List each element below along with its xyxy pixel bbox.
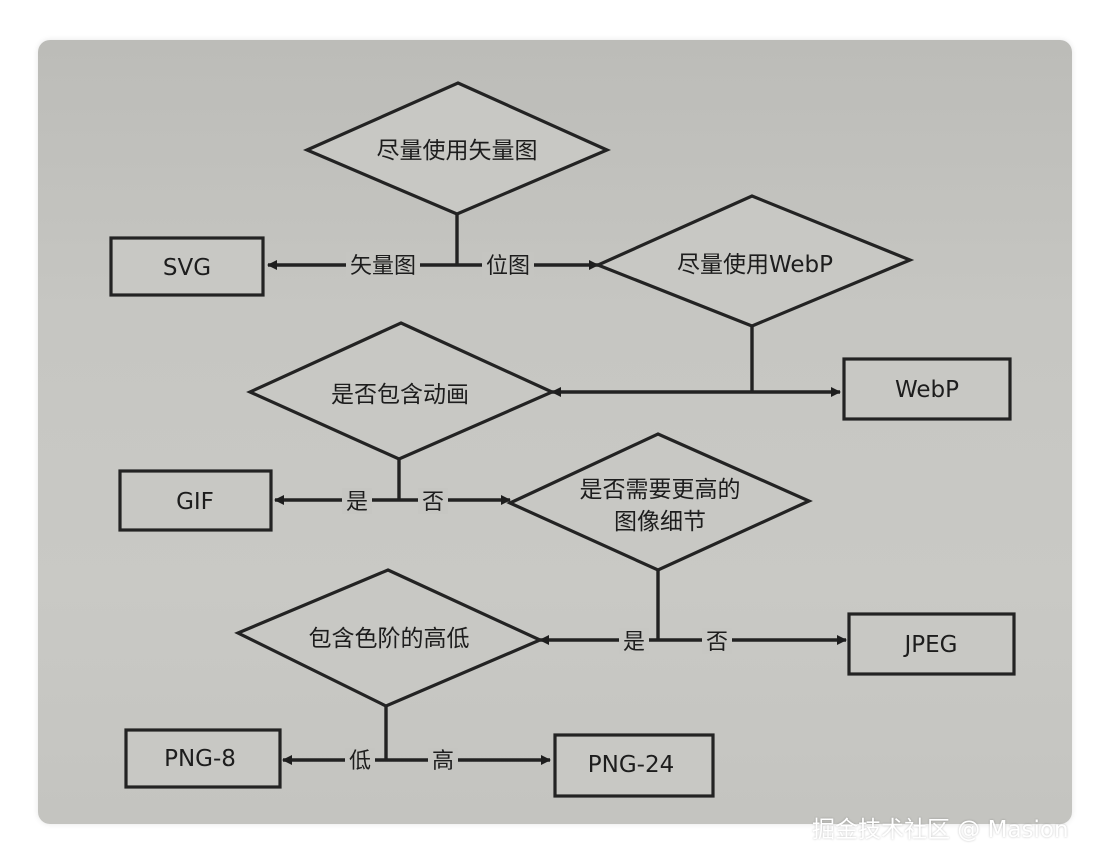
output-svg-label: SVG (163, 255, 211, 281)
edge-label-no-detail-bg (418, 488, 448, 514)
edge-label-bitmap-bg (482, 252, 534, 278)
output-png24-label: PNG-24 (588, 752, 674, 778)
edge-label-high-bg (428, 748, 458, 774)
output-png24-box (553, 733, 715, 798)
decision-vector-label: 尽量使用矢量图 (377, 138, 538, 164)
edge-label-low: 低 (349, 749, 371, 774)
edge-label-no-jpeg-bg (702, 628, 732, 654)
output-gif-box (118, 469, 273, 532)
edge-label-yes-color-bg (619, 628, 649, 654)
decision-animation-label: 是否包含动画 (331, 382, 469, 408)
edge-label-vector: 矢量图 (350, 254, 416, 279)
output-webp-label: WebP (895, 377, 959, 403)
decision-detail (506, 432, 813, 572)
edge-label-no-detail: 否 (422, 490, 444, 515)
edge-label-bitmap: 位图 (486, 254, 530, 279)
decision-detail-label-line1: 是否需要更高的 (580, 477, 741, 503)
output-png8-box (124, 728, 282, 789)
output-svg-box (109, 236, 265, 297)
edge-label-yes-gif: 是 (346, 490, 368, 515)
decision-color (234, 568, 544, 708)
edge-label-vector-bg (346, 252, 420, 278)
decision-detail-label-line2: 图像细节 (614, 509, 706, 535)
output-jpeg-label: JPEG (902, 632, 957, 658)
output-webp-box (842, 357, 1012, 421)
watermark-text: 掘金技术社区 @ Masion (812, 817, 1069, 843)
edge-label-no-jpeg: 否 (706, 630, 728, 655)
output-png8-label: PNG-8 (164, 746, 236, 772)
decision-vector (302, 81, 611, 216)
edge-label-yes-gif-bg (342, 488, 372, 514)
edge-label-high: 高 (432, 749, 454, 774)
output-jpeg-box (847, 612, 1016, 676)
edge-label-low-bg (345, 748, 375, 774)
decision-webp (593, 194, 915, 328)
output-gif-label: GIF (176, 489, 214, 515)
decision-color-label: 包含色阶的高低 (309, 626, 470, 652)
decision-webp-label: 尽量使用WebP (677, 252, 833, 278)
decision-animation (246, 321, 556, 461)
edge-label-yes-color: 是 (623, 630, 645, 655)
